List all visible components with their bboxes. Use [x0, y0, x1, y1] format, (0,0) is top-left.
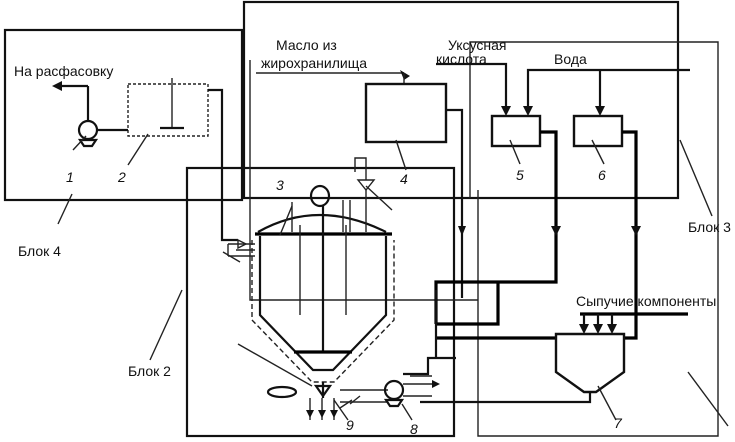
packing-pump	[77, 119, 99, 141]
oil-source-label-1: Масло из	[276, 37, 337, 53]
item-3-number: 3	[276, 177, 284, 193]
block3-frame	[469, 41, 719, 437]
vessel-lid	[257, 213, 387, 233]
block2-label: Блок 2	[128, 363, 171, 379]
item-1-number: 1	[66, 169, 74, 185]
acid-label-2: кислота	[436, 51, 487, 67]
item-5-number: 5	[516, 167, 524, 183]
acid-tank-5	[490, 114, 542, 148]
oil-tank-section	[256, 70, 466, 298]
reactor-vessel	[222, 157, 395, 387]
dosing-section	[434, 62, 690, 358]
item-2-number: 2	[117, 169, 126, 185]
vessel-body	[258, 236, 388, 372]
to-packing-label: На расфасовку	[14, 63, 113, 79]
water-label: Вода	[554, 51, 587, 67]
filling-tank	[127, 83, 209, 137]
item-8-number: 8	[410, 421, 418, 437]
block4-label: Блок 4	[18, 243, 61, 259]
item-7-number: 7	[614, 415, 623, 431]
inner-frame	[249, 60, 478, 301]
water-tank-6	[572, 114, 624, 148]
block4-frame	[3, 28, 244, 202]
oil-source-label-2: жирохранилища	[261, 55, 367, 71]
stirrer-motor	[309, 184, 331, 208]
valve-9	[266, 385, 298, 399]
acid-label-1: Уксусная	[448, 37, 507, 53]
item-9-number: 9	[346, 417, 354, 433]
item-6-number: 6	[598, 167, 606, 183]
block2-frame	[185, 166, 456, 438]
bottom-assembly	[266, 356, 456, 421]
item-4-number: 4	[400, 171, 408, 187]
hopper-7	[554, 332, 626, 394]
block3-label: Блок 3	[688, 219, 731, 235]
oil-tank-4	[364, 82, 448, 144]
bulk-components-label: Сыпучие компоненты	[576, 293, 716, 309]
block4-equipment	[52, 78, 238, 242]
hopper-section	[420, 312, 729, 427]
